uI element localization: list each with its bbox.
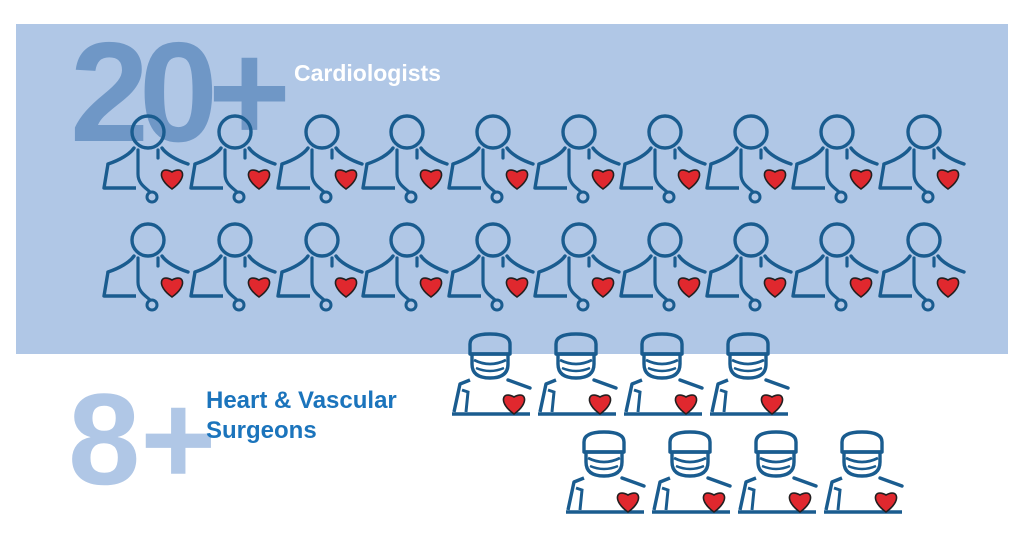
- surgeon-icon: [710, 332, 790, 416]
- cardiologist-icon: [705, 222, 793, 312]
- cardiologist-icon: [189, 114, 277, 204]
- surgeon-icon: [624, 332, 704, 416]
- cardiologists-label: Cardiologists: [294, 60, 441, 86]
- surgeon-icon: [652, 430, 732, 514]
- surgeon-icon: [452, 332, 532, 416]
- cardiologist-icon: [447, 222, 535, 312]
- cardiologists-count: 20+: [70, 13, 291, 172]
- surgeon-icon: [824, 430, 904, 514]
- surgeon-icon: [738, 430, 818, 514]
- cardiologist-icon: [189, 222, 277, 312]
- surgeons-label: Heart & Vascular Surgeons: [206, 386, 397, 446]
- cardiologist-icon: [619, 222, 707, 312]
- cardiologist-icon: [102, 114, 190, 204]
- cardiologist-icon: [878, 222, 966, 312]
- cardiologist-icon: [361, 114, 449, 204]
- cardiologist-icon: [533, 222, 621, 312]
- cardiologist-icon: [361, 222, 449, 312]
- cardiologist-icon: [276, 222, 364, 312]
- cardiologist-icon: [619, 114, 707, 204]
- cardiologist-icon: [447, 114, 535, 204]
- surgeon-icon: [566, 430, 646, 514]
- surgeons-count: 8+: [68, 366, 217, 512]
- surgeon-icon: [538, 332, 618, 416]
- cardiologist-icon: [878, 114, 966, 204]
- surgeons-label-line2: Surgeons: [206, 417, 317, 444]
- cardiologist-icon: [791, 114, 879, 204]
- cardiologist-icon: [102, 222, 190, 312]
- surgeons-label-line1: Heart & Vascular: [206, 387, 397, 414]
- cardiologist-icon: [705, 114, 793, 204]
- cardiologist-icon: [276, 114, 364, 204]
- cardiologist-icon: [533, 114, 621, 204]
- cardiologist-icon: [791, 222, 879, 312]
